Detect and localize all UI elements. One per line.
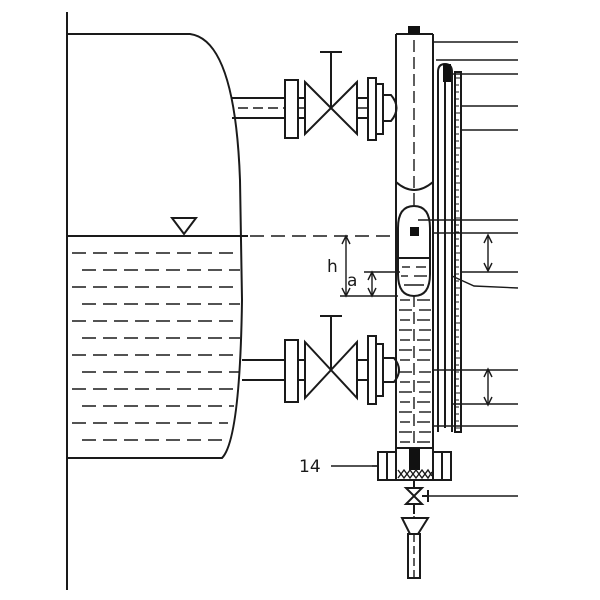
bottom-magnet — [409, 448, 420, 470]
h-label: h — [327, 257, 338, 277]
upper-gauge-flange-a — [367, 77, 377, 141]
float — [397, 204, 431, 298]
lower-gauge-flange-a — [367, 335, 377, 405]
liquid-level-triangle-icon — [170, 217, 198, 236]
drain-fitting-assembly: 14 — [299, 447, 518, 579]
float-magnet — [410, 227, 419, 236]
upper-connection — [232, 51, 398, 141]
fitting-crosshatch — [397, 468, 433, 480]
column-vent-plug — [408, 26, 420, 34]
leader-lines — [372, 41, 519, 467]
lower-flange — [284, 339, 299, 403]
lower-gauge-flange-b — [375, 343, 384, 397]
column-liquid-hatching — [399, 299, 431, 453]
column-upper-curve — [395, 181, 434, 191]
lower-connection — [242, 315, 400, 405]
scale-bar — [454, 71, 462, 433]
level-dimensions: h a — [327, 234, 400, 298]
indicator-top-magnet — [443, 64, 451, 82]
upper-flange — [284, 79, 299, 139]
label-14: 14 — [299, 457, 321, 477]
gauge-column — [395, 26, 434, 560]
indicator-assembly — [437, 62, 462, 433]
lower-valve-right-icon — [329, 339, 358, 401]
upper-valve-right-icon — [329, 79, 358, 137]
a-label: a — [347, 271, 357, 291]
drain-valve-bottom-icon — [403, 494, 425, 505]
vessel-outline — [67, 33, 244, 459]
upper-valve-left-icon — [304, 79, 333, 137]
liquid-hatching — [72, 252, 240, 441]
upper-nozzle — [382, 94, 398, 122]
drain-valve-top-icon — [403, 487, 425, 498]
vessel — [66, 12, 248, 590]
lower-valve-left-icon — [304, 339, 333, 401]
upper-gauge-flange-b — [375, 83, 384, 135]
scale-ticks — [455, 77, 461, 429]
drain-funnel-icon — [400, 517, 430, 535]
right-dimension-arrows — [483, 233, 493, 407]
